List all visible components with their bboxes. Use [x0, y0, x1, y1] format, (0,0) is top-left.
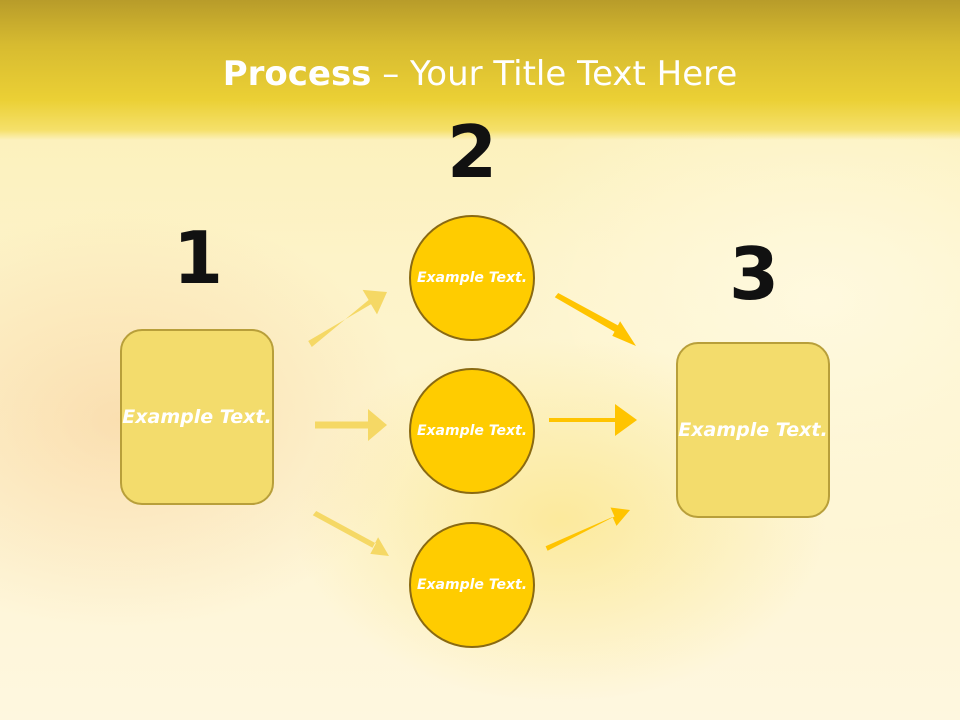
- slide-title: Process – Your Title Text Here: [0, 52, 960, 96]
- step-2-circle-bottom: Example Text.: [409, 522, 535, 648]
- arrow-top-to-3: [554, 293, 636, 346]
- step-1-box: Example Text.: [120, 329, 274, 505]
- title-bold: Process: [222, 54, 372, 94]
- step-2-circle-middle: Example Text.: [409, 368, 535, 494]
- step-1-number: 1: [172, 216, 224, 300]
- step-3-label: Example Text.: [678, 418, 828, 441]
- title-band: [0, 0, 960, 140]
- step-2-circle-top: Example Text.: [409, 215, 535, 341]
- step-3-number: 3: [728, 232, 780, 316]
- step-2-circle-top-label: Example Text.: [416, 269, 528, 286]
- arrow-1-to-top: [308, 289, 387, 347]
- arrow-1-to-middle: [315, 409, 387, 441]
- step-1-label: Example Text.: [122, 405, 272, 428]
- step-3-box: Example Text.: [676, 342, 830, 518]
- arrow-1-to-bottom: [312, 511, 389, 556]
- title-rest: – Your Title Text Here: [371, 54, 738, 94]
- step-2-number: 2: [446, 110, 498, 194]
- step-2-circle-bottom-label: Example Text.: [416, 576, 528, 593]
- step-2-circle-middle-label: Example Text.: [416, 422, 528, 439]
- arrow-middle-to-3: [549, 404, 637, 436]
- arrow-bottom-to-3: [545, 507, 630, 551]
